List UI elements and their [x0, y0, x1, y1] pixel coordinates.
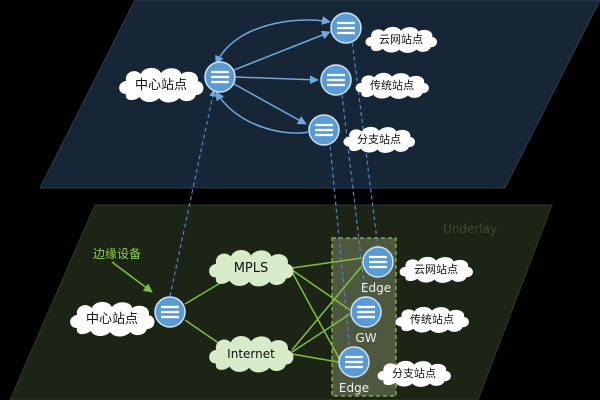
overlay-branch-site-cloud: 分支站点	[343, 126, 416, 153]
overlay-cloud-site-label: 云网站点	[379, 32, 423, 46]
underlay-links	[111, 257, 363, 363]
edge-top-label: Edge	[361, 281, 391, 295]
overlay-cloud-router-icon	[329, 11, 363, 45]
underlay-center-site-label: 中心站点	[86, 312, 138, 327]
overlay-branch-router-icon	[307, 113, 341, 147]
overlay-underlay-mapping-links	[169, 39, 379, 353]
underlay-cloud-site-label: 云网站点	[414, 262, 458, 276]
overlay-traditional-site-label: 传统站点	[370, 78, 414, 92]
overlay-plane	[39, 0, 600, 189]
overlay-traditional-router-icon	[319, 63, 353, 97]
overlay-center-router-icon	[203, 60, 237, 94]
overlay-links	[215, 16, 331, 134]
gw-router-icon	[349, 295, 383, 329]
underlay-center-site-cloud: 中心站点	[70, 301, 155, 337]
overlay-center-site-cloud: 中心站点	[119, 67, 204, 103]
underlay-cloud-site-cloud: 云网站点	[399, 256, 473, 283]
underlay-branch-site-cloud: 分支站点	[377, 360, 451, 387]
underlay-layer-label: Underlay	[443, 222, 497, 236]
underlay-center-router-icon	[153, 295, 187, 329]
mpls-label: MPLS	[234, 261, 269, 276]
internet-cloud: Internet	[209, 336, 294, 373]
gw-label: GW	[355, 331, 376, 345]
overlay-center-site-label: 中心站点	[135, 78, 187, 93]
overlay-cloud-site-cloud: 云网站点	[365, 26, 438, 53]
internet-label: Internet	[227, 347, 275, 361]
mpls-cloud: MPLS	[209, 250, 294, 287]
underlay-plane	[9, 204, 553, 400]
underlay-branch-site-label: 分支站点	[392, 366, 436, 380]
edge-bottom-label: Edge	[339, 381, 369, 395]
edge-router-bottom-icon	[337, 345, 371, 379]
edge-router-top-icon	[361, 245, 395, 279]
overlay-branch-site-label: 分支站点	[357, 132, 401, 146]
overlay-traditional-site-cloud: 传统站点	[355, 72, 429, 99]
underlay-traditional-site-cloud: 传统站点	[395, 306, 469, 333]
edge-device-label: 边缘设备	[93, 247, 141, 261]
underlay-traditional-site-label: 传统站点	[410, 312, 454, 326]
